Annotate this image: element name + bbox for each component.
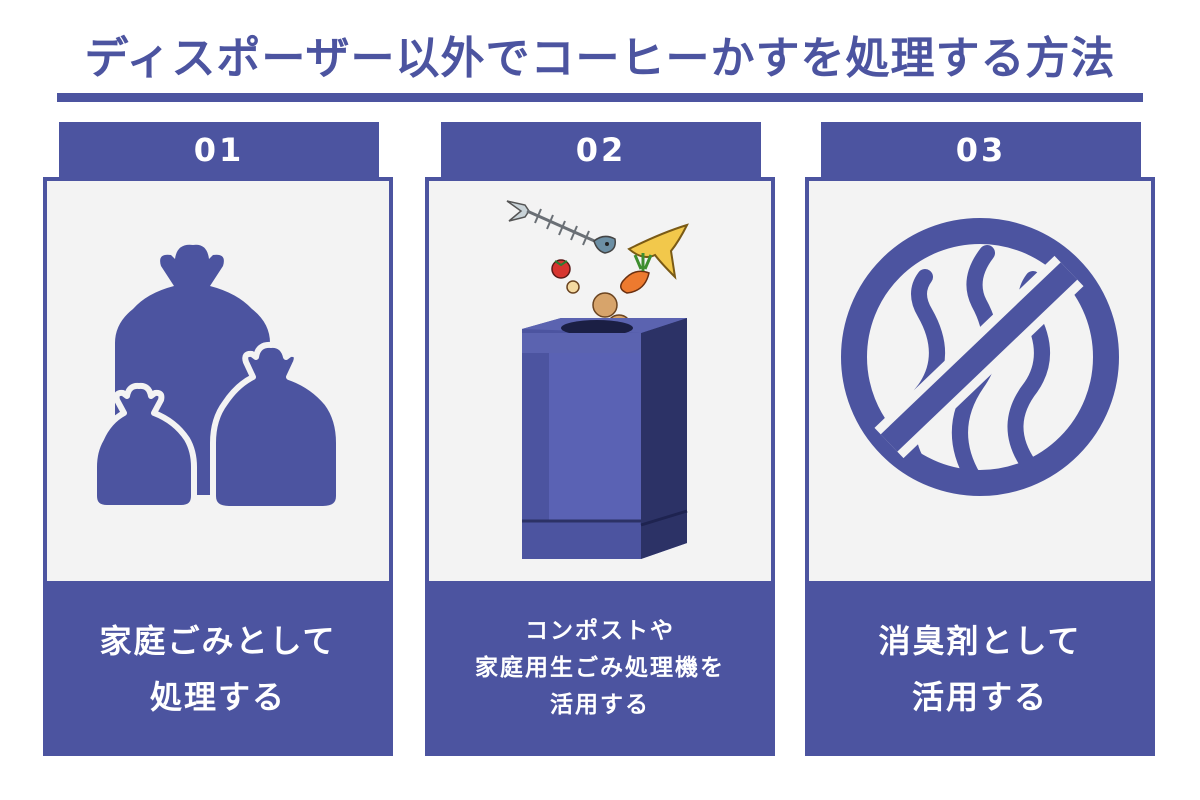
no-odor-icon <box>841 218 1119 496</box>
garbage-bags-icon <box>91 244 342 512</box>
card-illustration <box>47 181 389 581</box>
caption-line: 処理する <box>149 677 286 716</box>
caption-line: コンポストや <box>525 618 675 644</box>
card-number: 03 <box>821 122 1141 177</box>
card-illustration <box>809 181 1151 581</box>
card-number: 01 <box>59 122 379 177</box>
bin-icon <box>522 318 688 559</box>
card-body: 消臭剤として 活用する <box>805 177 1155 756</box>
method-card-1: 01 家庭ごみとして 処理する <box>43 122 393 756</box>
tomato-icon <box>551 259 571 279</box>
fish-bone-icon <box>506 200 617 254</box>
prohibition-slash <box>880 262 1078 452</box>
card-caption: 家庭ごみとして 処理する <box>43 581 393 756</box>
carrot-icon <box>620 253 653 294</box>
food-scrap-icon <box>566 280 580 294</box>
card-body: 家庭ごみとして 処理する <box>43 177 393 756</box>
method-card-3: 03 消臭剤として 活用する <box>805 122 1155 756</box>
caption-line: 活用する <box>550 692 650 718</box>
caption-line: 家庭ごみとして <box>99 621 337 660</box>
food-scrap-icon <box>592 292 618 318</box>
card-caption: 消臭剤として 活用する <box>805 581 1155 756</box>
card-body: コンポストや 家庭用生ごみ処理機を 活用する <box>425 177 775 756</box>
method-card-2: 02 <box>425 122 775 756</box>
card-illustration <box>429 181 771 581</box>
caption-line: 活用する <box>911 677 1048 716</box>
title-underline <box>57 93 1143 102</box>
compost-bin-icon <box>506 200 689 559</box>
page-title: ディスポーザー以外でコーヒーかすを処理する方法 <box>84 33 1116 84</box>
caption-line: 消臭剤として <box>878 621 1082 660</box>
card-caption: コンポストや 家庭用生ごみ処理機を 活用する <box>425 581 775 756</box>
caption-line: 家庭用生ごみ処理機を <box>475 655 725 681</box>
banana-peel-icon <box>627 223 689 280</box>
card-number: 02 <box>441 122 761 177</box>
